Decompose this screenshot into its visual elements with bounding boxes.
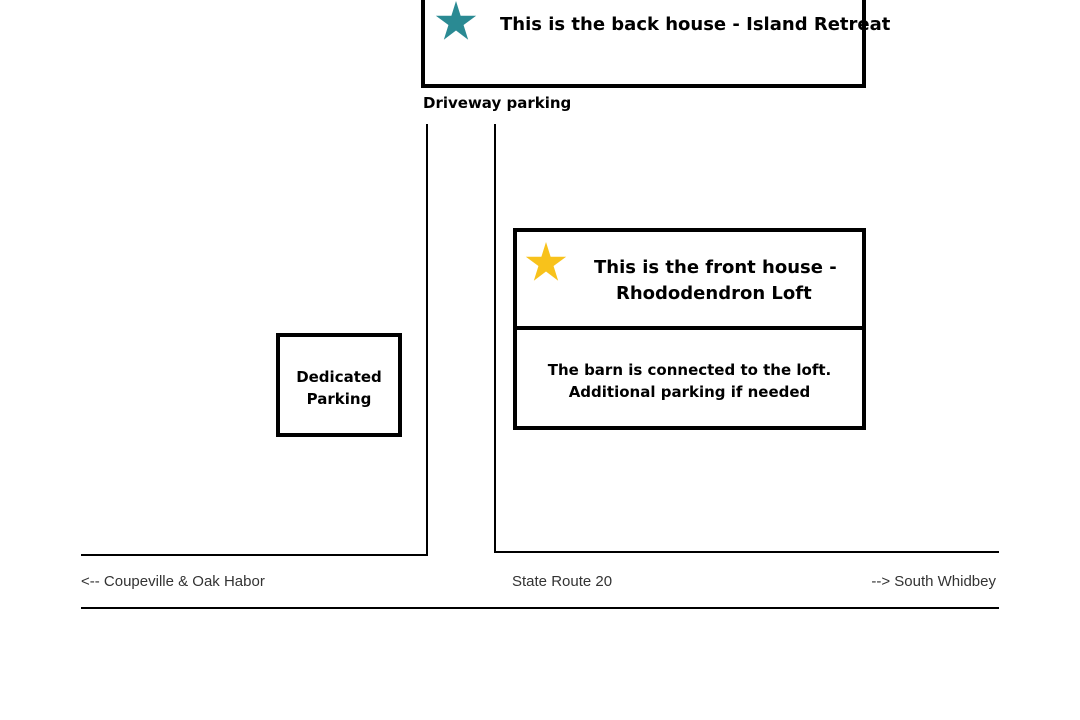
front-house-line1: This is the front house - [594,257,837,278]
front-house-line2: Rhododendron Loft [616,283,812,304]
driveway-right-line [494,124,496,553]
driveway-left-line [426,124,428,556]
dedicated-parking-box: Dedicated Parking [276,333,402,437]
barn-box: The barn is connected to the loft. Addit… [513,326,866,430]
road-right-label: --> South Whidbey [871,573,996,590]
barn-line1: The barn is connected to the loft. [547,361,832,379]
dedicated-parking-line2: Parking [306,390,372,408]
road-bottom-line [81,607,999,609]
back-house-label: This is the back house - Island Retreat [500,14,891,35]
road-center-label: State Route 20 [512,573,613,590]
front-house-box: This is the front house - Rhododendron L… [513,228,866,330]
teal-star-icon [435,1,477,40]
barn-line2: Additional parking if needed [568,383,811,401]
back-house-box: This is the back house - Island Retreat [421,0,890,88]
dedicated-parking-line1: Dedicated [296,368,382,386]
road-top-right-line [494,551,999,553]
road-top-left-line [81,554,428,556]
yellow-star-icon [525,242,567,281]
road-left-label: <-- Coupeville & Oak Habor [81,573,265,590]
driveway-label: Driveway parking [423,94,572,112]
